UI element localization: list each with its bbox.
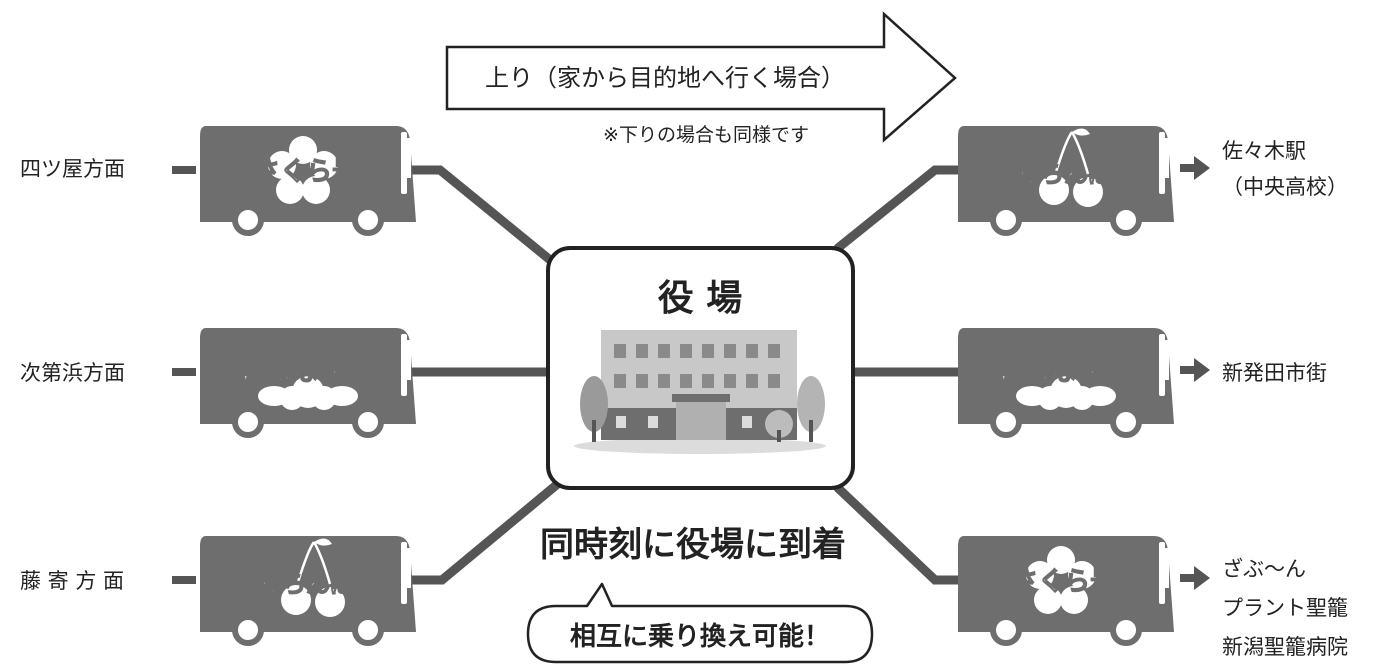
connector-top-right — [833, 165, 963, 253]
bus-name: はまなす号 — [241, 357, 371, 387]
sakura-flower-icon — [268, 136, 338, 204]
left-area-label: 次第浜方面 — [20, 361, 125, 385]
hub-title: 役 場 — [658, 278, 743, 319]
bus-name: さくら号 — [1012, 567, 1116, 597]
left-area-label: 四ツ屋方面 — [20, 157, 125, 181]
destination-line: プラント聖籠 — [1222, 596, 1348, 620]
bus-name: さくらんぼ号 — [234, 570, 378, 598]
bus-left-bottom: さくらんぼ号 — [200, 536, 416, 646]
town-hall-hub: 役 場 — [546, 246, 855, 490]
bus-right-top: さくらんぼ号 — [958, 126, 1174, 236]
destination-line: ざぶ～ん — [1222, 557, 1306, 581]
left-area-label: 藤 寄 方 面 — [20, 569, 124, 593]
cherry-icon — [281, 538, 345, 617]
direction-label: 上り（家から目的地へ行く場合） — [485, 64, 845, 92]
return-note: ※下りの場合も同様です — [603, 124, 809, 146]
connector-top-left — [403, 165, 565, 273]
arrival-caption: 同時刻に役場に到着 — [540, 525, 846, 565]
hamanasu-flower-icon — [258, 376, 358, 410]
bus-name: さくら号 — [254, 157, 358, 187]
arrow-right-icon — [1180, 358, 1210, 382]
connector-bottom-left — [403, 477, 565, 585]
connector-lines — [403, 165, 965, 585]
bus-name: はまなす号 — [999, 357, 1129, 387]
destination-line: （中央高校） — [1222, 175, 1348, 199]
destination-line: 新発田市街 — [1222, 361, 1327, 385]
direction-arrow: 上り（家から目的地へ行く場合） — [445, 11, 957, 143]
right-arrow-icons — [1180, 156, 1210, 590]
bus-right-mid: はまなす号 — [958, 328, 1174, 438]
town-hall-building-icon — [574, 330, 826, 454]
bus-name: さくらんぼ号 — [992, 160, 1136, 188]
bus-left-mid: はまなす号 — [200, 328, 416, 438]
transfer-speech-bubble: 相互に乗り換え可能！ — [526, 582, 874, 664]
transfer-message: 相互に乗り換え可能！ — [570, 621, 830, 652]
bus-left-top: さくら号 — [200, 126, 416, 236]
connector-bottom-right — [833, 483, 963, 585]
left-dashes — [172, 166, 196, 584]
destination-line: 佐々木駅 — [1222, 139, 1306, 163]
cherry-icon — [1039, 128, 1103, 207]
sakura-flower-icon — [1026, 546, 1096, 614]
arrow-right-icon — [1180, 566, 1210, 590]
arrow-right-icon — [1180, 156, 1210, 180]
bus-right-bottom: さくら号 — [958, 536, 1174, 646]
destination-line: 新潟聖籠病院 — [1222, 635, 1348, 659]
hamanasu-flower-icon — [1016, 376, 1116, 410]
